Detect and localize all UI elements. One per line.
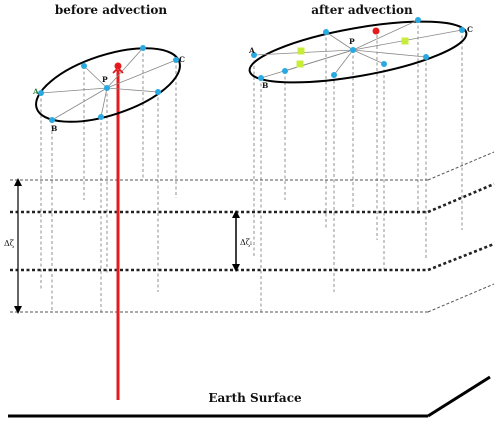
label-p-after: P [349,37,355,46]
label-a-after: A [248,46,255,55]
stencil-before [35,45,181,123]
layer-bottom [10,283,495,313]
grid-point [415,17,421,23]
grid-point [331,72,337,78]
grid-point [104,85,110,91]
grid-point [140,45,146,51]
layer-upper-bold [10,182,495,214]
departure-point-marker [401,37,409,45]
label-b-after: B [262,81,268,90]
grid-point [81,63,87,69]
label-a-before: A [32,87,39,96]
grid-point [155,89,161,95]
delta-zeta-label: Δζ [4,239,15,248]
grid-point [258,75,264,81]
grid-point [98,114,104,120]
grid-point [350,47,356,53]
departure-point-marker [297,47,305,55]
arrival-point-marker [112,62,124,74]
earth-surface-line [8,375,491,418]
arrival-point-after [372,27,380,35]
grid-point [282,68,288,74]
label-b-before: B [51,124,57,133]
label-p-before: P [102,75,108,84]
grid-point [38,90,44,96]
drop-lines [40,20,463,312]
departure-point-marker [296,60,304,68]
layer-top [10,151,495,181]
earth-surface-label: Earth Surface [208,391,302,405]
grid-point [251,52,257,58]
grid-point [323,29,329,35]
title-before-advection: before advection [55,3,168,17]
layer-lower-bold [10,242,495,272]
label-c-after: C [467,25,473,34]
grid-point [49,117,55,123]
title-after-advection: after advection [311,3,413,17]
grid-point [423,54,429,60]
delta-zeta-l-label: Δζₗ [240,238,252,247]
grid-point [381,61,387,67]
stencil-after [248,17,468,84]
grid-point [459,27,465,33]
grid-point [173,57,179,63]
label-c-before: C [179,55,185,64]
